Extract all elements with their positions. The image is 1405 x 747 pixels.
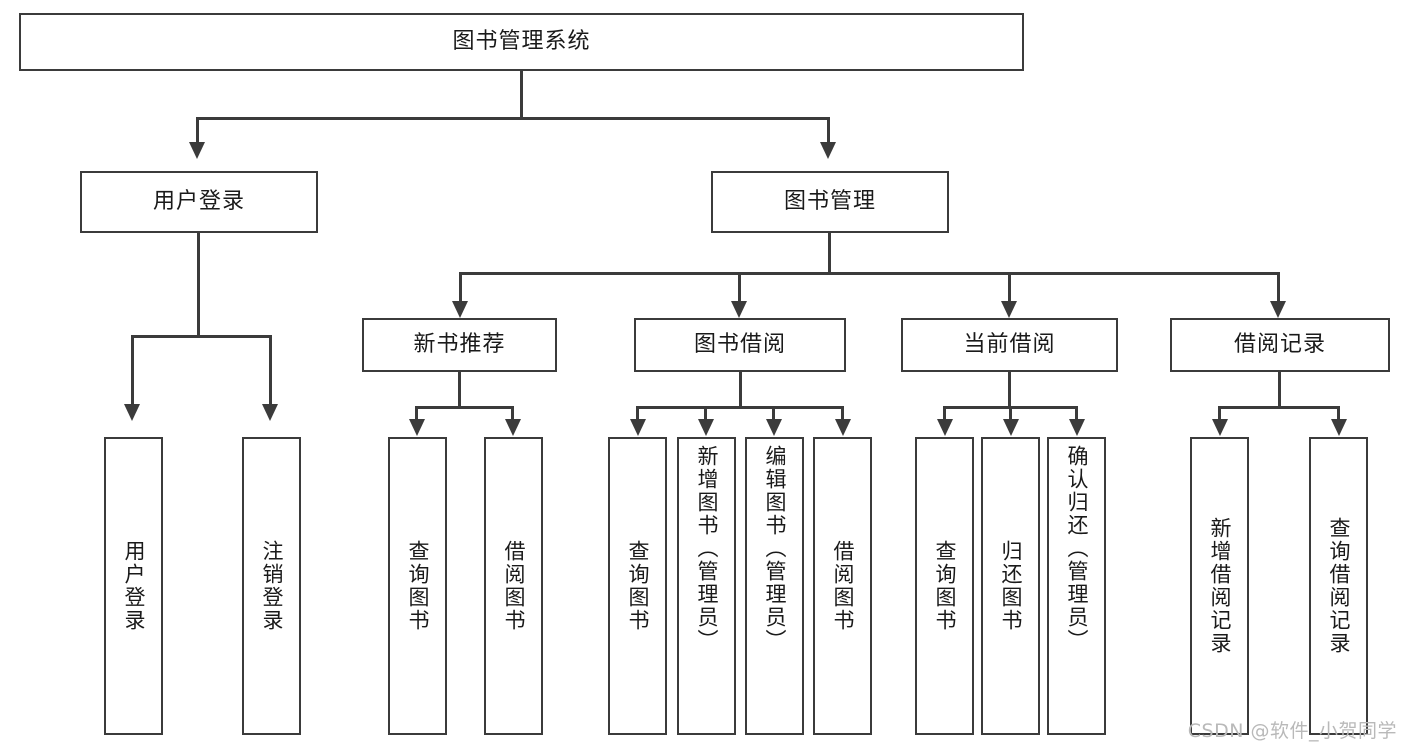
connector-book-borrow-stem xyxy=(739,372,742,409)
arrowhead-to-book-manage xyxy=(820,142,836,159)
connector-book-borrow-bus xyxy=(636,406,844,409)
node-label: 新增图书（管理员） xyxy=(695,445,719,652)
connector-book-manage-branch-1 xyxy=(459,272,462,304)
connector-book-manage-branch-2 xyxy=(738,272,741,304)
arrowhead-new-book-leaf-2 xyxy=(505,419,521,436)
connector-user-login-branch-1 xyxy=(131,335,134,407)
arrowhead-book-borrow-leaf-3 xyxy=(766,419,782,436)
leaf-user-login[interactable]: 用户登录 xyxy=(104,437,163,735)
connector-current-borrow-branch-3 xyxy=(1075,406,1078,422)
node-label: 查询借阅记录 xyxy=(1327,517,1351,655)
leaf-borrow-book-newbook[interactable]: 借阅图书 xyxy=(484,437,543,735)
node-borrow-record[interactable]: 借阅记录 xyxy=(1170,318,1390,372)
connector-user-login-stem xyxy=(197,233,200,337)
connector-user-login-bus xyxy=(131,335,272,338)
connector-new-book-branch-1 xyxy=(415,406,418,422)
node-label: 归还图书 xyxy=(999,540,1023,632)
connector-new-book-bus xyxy=(415,406,514,409)
connector-borrow-record-branch-1 xyxy=(1218,406,1221,422)
leaf-add-book-admin[interactable]: 新增图书（管理员） xyxy=(677,437,736,735)
connector-current-borrow-branch-1 xyxy=(943,406,946,422)
connector-new-book-stem xyxy=(458,372,461,409)
node-book-management[interactable]: 图书管理 xyxy=(711,171,949,233)
node-label: 用户登录 xyxy=(152,189,245,215)
arrowhead-borrow-record xyxy=(1270,301,1286,318)
arrowhead-new-book-leaf-1 xyxy=(409,419,425,436)
leaf-logout[interactable]: 注销登录 xyxy=(242,437,301,735)
connector-book-manage-branch-3 xyxy=(1008,272,1011,304)
arrowhead-borrow-record-leaf-1 xyxy=(1212,419,1228,436)
leaf-query-book-borrow[interactable]: 查询图书 xyxy=(608,437,667,735)
arrowhead-book-borrow-leaf-2 xyxy=(698,419,714,436)
leaf-add-borrow-record[interactable]: 新增借阅记录 xyxy=(1190,437,1249,735)
leaf-borrow-book[interactable]: 借阅图书 xyxy=(813,437,872,735)
arrowhead-current-borrow xyxy=(1001,301,1017,318)
node-label: 注销登录 xyxy=(260,540,284,632)
node-label: 用户登录 xyxy=(122,540,146,632)
connector-current-borrow-stem xyxy=(1008,372,1011,409)
connector-book-manage-bus xyxy=(459,272,1280,275)
node-label: 借阅记录 xyxy=(1233,332,1326,358)
leaf-confirm-return-admin[interactable]: 确认归还（管理员） xyxy=(1047,437,1106,735)
arrowhead-new-book xyxy=(452,301,468,318)
node-root-system[interactable]: 图书管理系统 xyxy=(19,13,1024,71)
arrowhead-current-borrow-leaf-3 xyxy=(1069,419,1085,436)
node-label: 图书管理系统 xyxy=(452,29,591,55)
node-label: 查询图书 xyxy=(406,540,430,632)
node-label: 查询图书 xyxy=(626,540,650,632)
connector-book-borrow-branch-3 xyxy=(772,406,775,422)
node-new-book-recommend[interactable]: 新书推荐 xyxy=(362,318,557,372)
node-label: 编辑图书（管理员） xyxy=(763,445,787,652)
node-label: 新书推荐 xyxy=(413,332,506,358)
node-label: 当前借阅 xyxy=(963,332,1056,358)
arrowhead-book-borrow xyxy=(731,301,747,318)
arrowhead-user-login-1 xyxy=(124,404,140,421)
connector-borrow-record-stem xyxy=(1278,372,1281,409)
connector-borrow-record-branch-2 xyxy=(1337,406,1340,422)
leaf-query-book-newbook[interactable]: 查询图书 xyxy=(388,437,447,735)
node-label: 图书管理 xyxy=(783,189,876,215)
connector-root-bus xyxy=(196,117,830,120)
node-label: 查询图书 xyxy=(933,540,957,632)
arrowhead-book-borrow-leaf-1 xyxy=(630,419,646,436)
connector-book-borrow-branch-2 xyxy=(704,406,707,422)
connector-book-manage-stem xyxy=(828,233,831,275)
connector-new-book-branch-2 xyxy=(511,406,514,422)
arrowhead-current-borrow-leaf-1 xyxy=(937,419,953,436)
arrowhead-to-user-login xyxy=(189,142,205,159)
connector-book-borrow-branch-4 xyxy=(841,406,844,422)
node-current-borrow[interactable]: 当前借阅 xyxy=(901,318,1118,372)
leaf-return-book[interactable]: 归还图书 xyxy=(981,437,1040,735)
connector-root-to-user-login xyxy=(196,117,199,145)
node-label: 借阅图书 xyxy=(831,540,855,632)
arrowhead-borrow-record-leaf-2 xyxy=(1331,419,1347,436)
connector-root-stem xyxy=(520,71,523,119)
connector-borrow-record-bus xyxy=(1218,406,1340,409)
connector-book-manage-branch-4 xyxy=(1277,272,1280,304)
connector-root-to-book-manage xyxy=(827,117,830,145)
node-label: 新增借阅记录 xyxy=(1208,517,1232,655)
node-user-login[interactable]: 用户登录 xyxy=(80,171,318,233)
leaf-edit-book-admin[interactable]: 编辑图书（管理员） xyxy=(745,437,804,735)
node-label: 借阅图书 xyxy=(502,540,526,632)
arrowhead-current-borrow-leaf-2 xyxy=(1003,419,1019,436)
leaf-query-borrow-record[interactable]: 查询借阅记录 xyxy=(1309,437,1368,735)
connector-current-borrow-branch-2 xyxy=(1009,406,1012,422)
arrowhead-user-login-2 xyxy=(262,404,278,421)
node-label: 确认归还（管理员） xyxy=(1065,445,1089,652)
leaf-query-book-current[interactable]: 查询图书 xyxy=(915,437,974,735)
connector-user-login-branch-2 xyxy=(269,335,272,407)
connector-book-borrow-branch-1 xyxy=(636,406,639,422)
node-label: 图书借阅 xyxy=(693,332,786,358)
arrowhead-book-borrow-leaf-4 xyxy=(835,419,851,436)
node-book-borrow[interactable]: 图书借阅 xyxy=(634,318,846,372)
